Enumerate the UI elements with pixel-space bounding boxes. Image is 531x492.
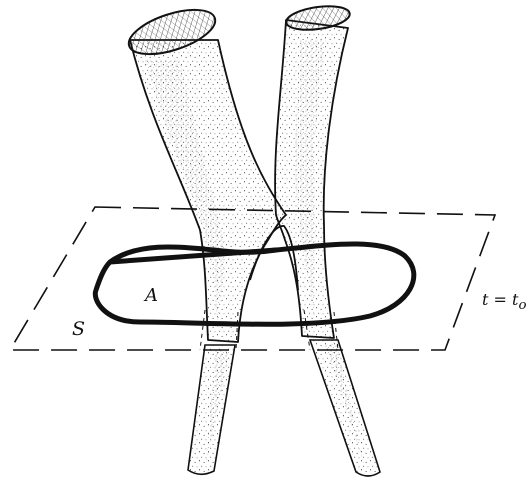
- lower-tube-left: [188, 345, 235, 474]
- region-a-label: A: [145, 287, 158, 305]
- time-slice-subscript: o: [518, 298, 526, 313]
- curve-s-label: S: [72, 320, 85, 339]
- time-slice-label-main: t = t: [482, 290, 518, 309]
- time-slice-label: t = to: [482, 292, 526, 313]
- boundary-curve-s-behind-tubes: [214, 250, 276, 252]
- lower-tube-right: [310, 340, 380, 476]
